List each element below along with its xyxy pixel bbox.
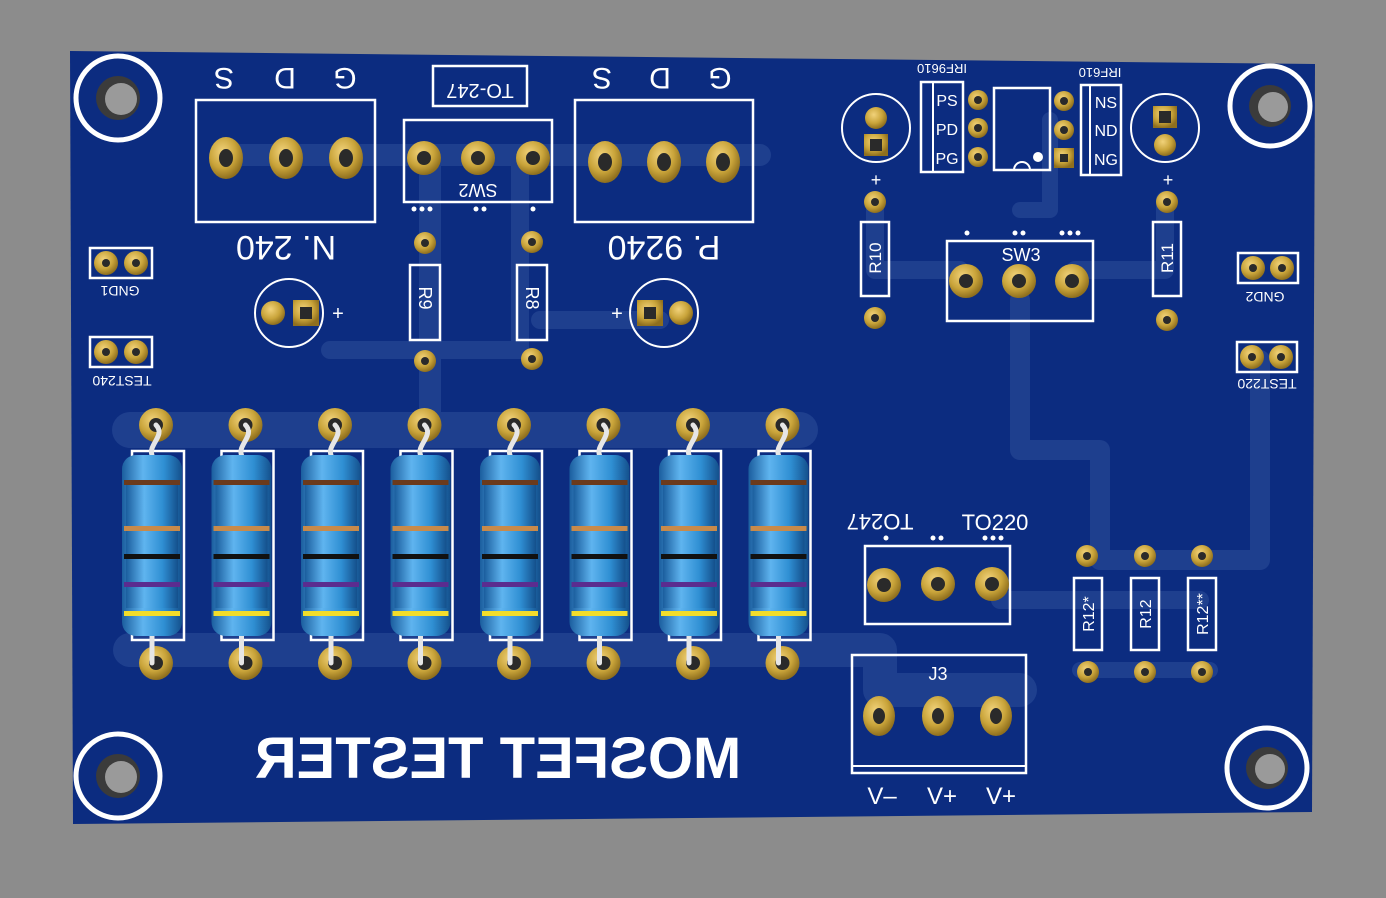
pd-label: PD [936,122,958,139]
test240-header: TEST240 [88,335,154,389]
j3-label: J3 [928,664,947,684]
led-irf610: + [1130,93,1200,213]
test240-label: TEST240 [92,373,151,389]
r9-label: R9 [415,286,435,309]
gnd1-label: GND1 [100,283,139,299]
p-terminal-g-label: G [708,61,731,94]
gnd1-header: GND1 [88,246,154,299]
p9240-label: P. 9240 [608,228,721,266]
vplus1-label: V+ [927,783,957,810]
mounting-hole-bottom-left [73,731,163,821]
sw3-label: SW3 [1001,245,1040,265]
load-resistor-4 [390,408,454,680]
p-terminal-d-label: D [649,61,671,94]
led-p9240-plus: + [611,303,623,325]
to247-silk-box: TO-247 [431,64,529,108]
p-terminal-s-label: S [592,61,612,94]
to-socket: TO247 TO220 [847,509,1029,626]
irf610-label: IRF610 [1079,65,1122,80]
r10-resistor: R10 [859,220,891,329]
n-terminal-d-label: D [274,61,296,94]
p-channel-terminal-block: S D G P. 9240 [573,61,755,266]
ns-label: NS [1095,95,1117,112]
r9-resistor: R9 [408,232,442,372]
ng-label: NG [1094,152,1118,169]
led-n240: + [254,278,344,348]
n-channel-terminal-block: S D G N. 240 [194,61,377,266]
load-resistor-8 [748,408,812,680]
load-resistor-3 [301,408,365,680]
n-terminal-s-label: S [214,61,234,94]
irf9610-label: IRF9610 [917,61,967,76]
sw3-switch: SW3 [945,230,1095,323]
pg-label: PG [935,151,958,168]
load-resistor-7 [659,408,723,680]
load-resistor-6 [569,408,633,680]
ps-label: PS [936,93,957,110]
to247-label: TO247 [847,509,914,534]
led-irf9610: + [841,93,911,213]
load-resistor-1 [122,408,186,680]
led-n240-plus: + [332,303,344,325]
mounting-hole-bottom-right [1224,725,1310,811]
led-irf9610-plus: + [871,170,882,190]
vplus2-label: V+ [986,783,1016,810]
n-terminal-g-label: G [333,61,356,94]
gnd2-label: GND2 [1245,289,1284,305]
center-ic-outline [992,86,1052,172]
gnd2-header: GND2 [1236,251,1300,305]
r8-resistor: R8 [515,231,549,370]
r12-group: R12* R12 R12** [1072,545,1218,683]
sw2-label: SW2 [458,180,497,200]
load-resistor-2 [211,408,275,680]
test220-header: TEST220 [1235,340,1299,392]
led-irf610-plus: + [1163,170,1174,190]
to247-box-label: TO-247 [446,79,513,101]
irf610-socket: IRF610 NS ND NG [1054,65,1123,177]
to220-label: TO220 [962,510,1029,535]
nd-label: ND [1094,123,1117,140]
load-resistor-bank [122,408,812,680]
irf9610-socket: IRF9610 PS PD PG [917,61,988,174]
n240-label: N. 240 [236,228,336,266]
test220-label: TEST220 [1237,376,1296,392]
led-p9240: + [611,278,699,348]
r12a-label: R12* [1081,596,1098,632]
r12b-label: R12** [1195,593,1212,635]
r10-label: R10 [866,242,885,273]
r8-label: R8 [522,286,542,309]
vminus-label: V– [867,783,897,810]
r11-label: R11 [1158,243,1177,273]
board-title: MOSFET TESTER [255,726,742,791]
load-resistor-5 [480,408,544,680]
mounting-hole-top-right [1227,63,1313,149]
mounting-hole-top-left [73,53,163,143]
j3-connector: J3 V– V+ V+ [850,653,1028,810]
r12-label: R12 [1138,599,1155,628]
sw2-switch: SW2 [402,118,554,212]
r11-resistor: R11 [1151,220,1183,331]
